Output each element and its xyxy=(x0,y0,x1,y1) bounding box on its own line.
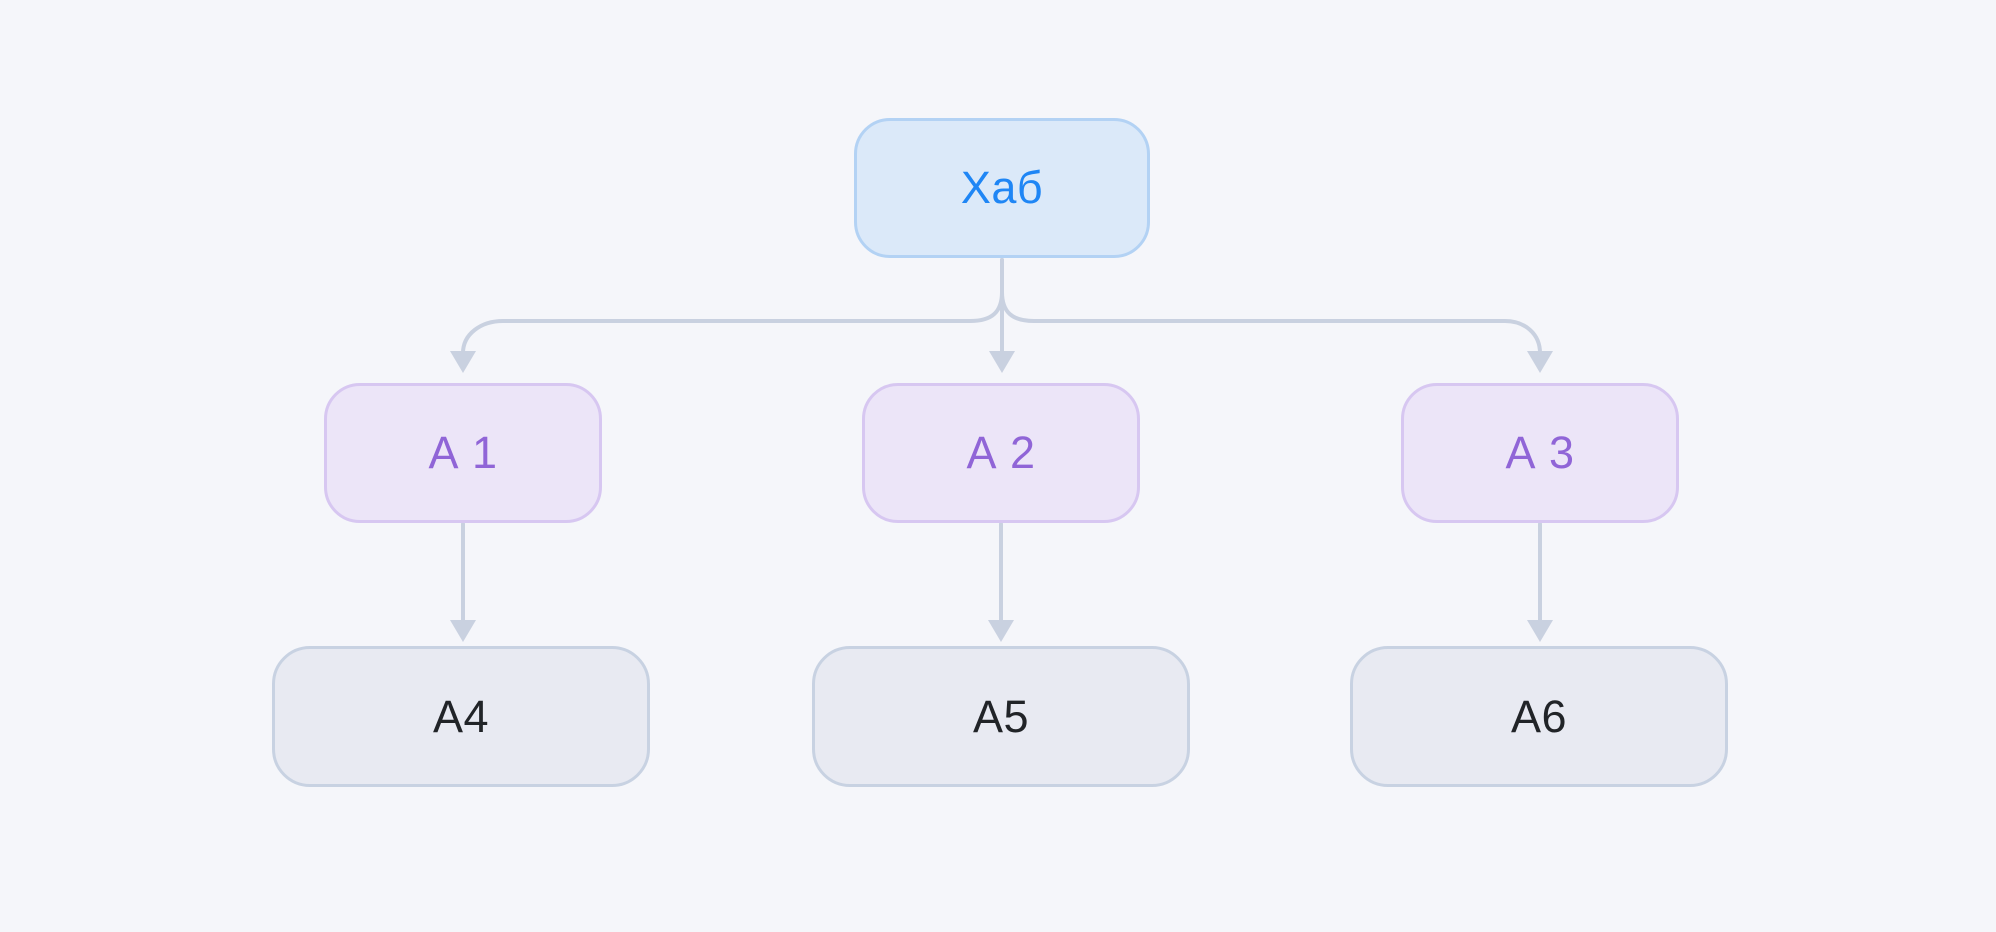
node-a1-label: А 1 xyxy=(428,427,498,478)
arrowhead-a6 xyxy=(1527,620,1553,642)
node-a3-label: А 3 xyxy=(1505,427,1575,478)
arrowhead-a5 xyxy=(988,620,1014,642)
arrowhead-a4 xyxy=(450,620,476,642)
arrowhead-a1 xyxy=(450,351,476,373)
edge-a1-a4 xyxy=(450,522,476,642)
node-hub-label: Хаб xyxy=(960,162,1044,213)
node-a1[interactable]: А 1 xyxy=(324,383,602,523)
arrowhead-a2 xyxy=(989,351,1015,373)
arrowhead-a3 xyxy=(1527,351,1553,373)
node-a3[interactable]: А 3 xyxy=(1401,383,1679,523)
node-a5-label: А5 xyxy=(972,690,1030,742)
node-a4[interactable]: А4 xyxy=(272,646,650,787)
node-a2-label: А 2 xyxy=(966,427,1036,478)
node-a2[interactable]: А 2 xyxy=(862,383,1140,523)
node-a5[interactable]: А5 xyxy=(812,646,1190,787)
node-a6[interactable]: А6 xyxy=(1350,646,1728,787)
edge-a3-a6 xyxy=(1527,522,1553,642)
edge-hub-a1 xyxy=(450,258,1004,373)
node-hub[interactable]: Хаб xyxy=(854,118,1150,258)
edge-a2-a5 xyxy=(988,522,1014,642)
edge-hub-a3 xyxy=(1000,258,1553,373)
node-a4-label: А4 xyxy=(432,690,490,742)
node-a6-label: А6 xyxy=(1510,690,1568,742)
